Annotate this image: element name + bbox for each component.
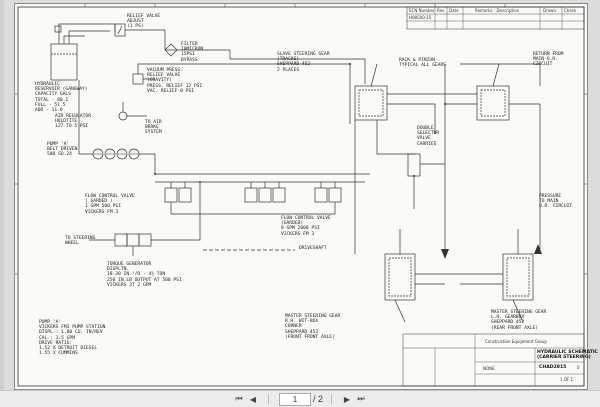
vacuum-relief-label: VACUUM PRESS. RELIEF VALVE (GRAVITY) PRE…: [147, 68, 203, 94]
title-dwg-no: CHAD2815: [539, 365, 567, 370]
rack-pinion-label: RACK & PINION TYPICAL ALL GEARS: [399, 58, 447, 69]
rev-row-ecn: H08500-15: [409, 15, 432, 20]
flow-control-label: FLOW CONTROL VALVE ( GARDED ) 1 GPM 500 …: [85, 194, 135, 215]
master-gear-rh-label: MASTER STEERING GEAR R.H. WIT-BOX CORNER…: [285, 314, 341, 340]
pump-a-label: PUMP 'A' BELT DRIVEN 500 SO.24: [47, 142, 78, 158]
driveshaft-label: DRIVESHAFT: [299, 246, 327, 251]
vertical-scrollbar[interactable]: [0, 0, 4, 390]
first-page-icon[interactable]: ⏮: [235, 394, 243, 403]
pdf-viewer-toolbar: ⏮ ◀ 1 / 2 ▶ ⏭: [0, 390, 600, 407]
slave-steering-label: SLAVE STEERING GEAR (TRACKS) SHEPPARD 45…: [277, 52, 330, 73]
page-total-label: / 2: [312, 394, 323, 404]
last-page-icon[interactable]: ⏭: [357, 394, 365, 403]
title-company: Construction Equipment Group: [485, 339, 547, 344]
title-sheet: 1 OF 1: [560, 377, 574, 382]
filter-label: FILTER 10MICRON 15PSI BYPASS: [181, 42, 204, 63]
air-system-label: TO AIR BRAKE SYSTEM: [145, 120, 162, 136]
rev-header-drawn: Drawn: [543, 8, 556, 13]
next-page-icon[interactable]: ▶: [343, 394, 351, 404]
return-main-label: RETURN FROM MAIN O.R. CIRCUIT: [533, 52, 564, 68]
previous-page-icon[interactable]: ◀: [249, 394, 257, 404]
torque-generator-label: TORQUE GENERATOR DISPLTN. 10.30 IN.³/R -…: [107, 262, 182, 288]
schematic-drawing: [15, 4, 587, 387]
master-gear-lh-label: MASTER STEERING GEAR L.H. GEARBOX SHEPPA…: [491, 310, 547, 331]
rev-header-check: Check: [564, 8, 577, 13]
schematic-sheet: RELIEF VALVE ADJUST (1 PS) FILTER 10MICR…: [14, 3, 598, 390]
pump-note-label: PUMP 'A' VICKERS FM3 PUMP STATION DISPL.…: [39, 320, 106, 357]
double-selector-label: DOUBLE SELECTOR VALVE CARRIES: [417, 126, 440, 147]
to-steering-label: TO STEERING WHEEL: [65, 236, 96, 247]
toolbar-divider: [331, 394, 332, 404]
title-scale: NONE: [483, 366, 495, 371]
rev-header-date: Date: [449, 8, 459, 13]
rev-header-rev: Rev: [437, 8, 445, 13]
drawing-title: HYDRAULIC SCHEMATIC (CARRIER STEERING): [537, 350, 598, 360]
toolbar-divider: [267, 394, 269, 404]
pressure-main-label: PRESSURE TO MAIN O.R. CIRCUIT: [539, 194, 573, 210]
rev-header-remarks: Remarks - Description: [475, 8, 520, 13]
flow-control-2-label: FLOW CONTROL VALVE (GARDED) 8 GPM 2000 P…: [281, 216, 331, 237]
title-rev: 0: [577, 365, 580, 370]
air-regulator-label: AIR REGULATOR HOLDTITE 127 TO 5 PSI: [55, 114, 91, 130]
page-number-input[interactable]: 1: [278, 392, 311, 406]
relief-valve-label: RELIEF VALVE ADJUST (1 PS): [127, 14, 161, 30]
reservoir-label: HYDRAULIC RESERVOIR (GANGWAY) CAPACITY G…: [35, 82, 88, 114]
rev-header-ecn: ECN Number: [409, 8, 435, 13]
